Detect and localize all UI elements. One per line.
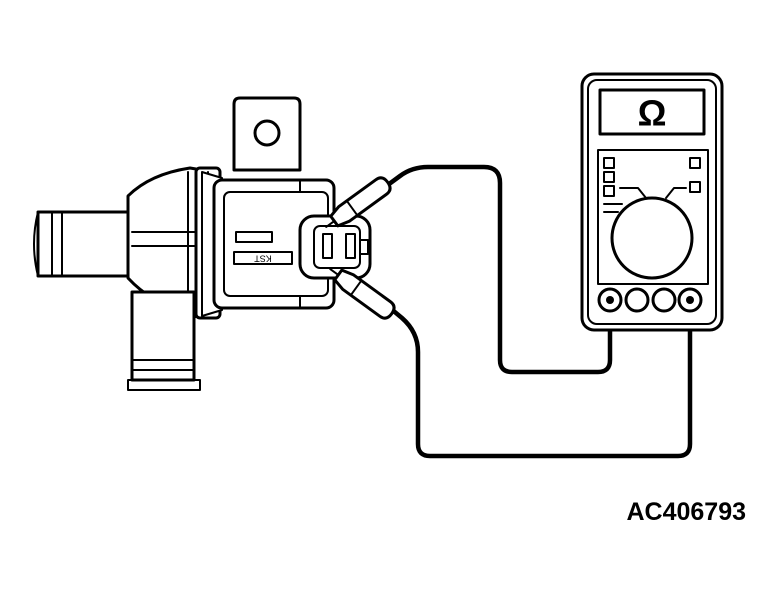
input-jack xyxy=(624,287,650,313)
upper-test-lead-wire xyxy=(367,164,613,375)
lower-test-probe xyxy=(329,268,396,320)
upper-test-probe xyxy=(325,176,392,228)
range-button xyxy=(603,185,615,197)
inlet-pipe xyxy=(33,210,130,278)
range-button xyxy=(603,171,615,183)
valve-connector xyxy=(298,214,372,280)
range-button xyxy=(603,157,615,169)
bracket-hole xyxy=(253,119,281,147)
test-probes xyxy=(325,176,396,320)
connector-terminal-1 xyxy=(322,233,333,259)
ohmmeter-jacks xyxy=(597,287,703,313)
figure-code: AC406793 xyxy=(626,498,746,526)
ohmmeter: Ω xyxy=(580,72,724,332)
lower-test-lead-wire xyxy=(375,295,693,459)
ohmmeter-display xyxy=(598,88,706,136)
connector-terminal-2 xyxy=(345,233,356,259)
valve-embossed-label: KST xyxy=(254,254,272,264)
function-button xyxy=(689,157,701,169)
input-jack xyxy=(651,287,677,313)
function-button xyxy=(689,181,701,193)
mounting-bracket xyxy=(232,96,302,172)
purge-control-solenoid-valve: KST xyxy=(33,96,372,391)
outlet-pipe xyxy=(127,290,201,391)
rotary-selector-dial xyxy=(610,196,694,280)
ohm-symbol: Ω xyxy=(638,93,667,134)
test-lead-wires xyxy=(367,164,693,459)
